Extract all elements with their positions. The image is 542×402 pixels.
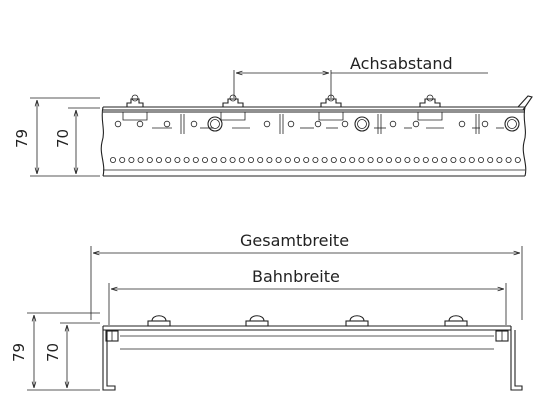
side-total-height-label: 79	[13, 129, 31, 148]
perforation-hole	[119, 156, 126, 163]
side-hole-row	[110, 156, 521, 163]
front-inner-height-label: 70	[44, 343, 62, 362]
perforation-hole	[496, 156, 503, 163]
perforation-hole	[247, 156, 254, 163]
perforation-hole	[321, 156, 328, 163]
perforation-hole	[220, 156, 227, 163]
perforation-hole	[238, 156, 245, 163]
front-roller	[345, 315, 369, 327]
perforation-hole	[431, 156, 438, 163]
perforation-hole	[110, 156, 117, 163]
perforation-hole	[137, 156, 144, 163]
perforation-hole	[358, 156, 365, 163]
front-total-height-label: 79	[10, 343, 28, 362]
perforation-hole	[468, 156, 475, 163]
mounting-hole	[114, 120, 122, 128]
side-roller	[126, 94, 144, 107]
perforation-hole	[413, 156, 420, 163]
side-height-dimensions: 79 70	[13, 97, 100, 177]
axle-nut	[504, 116, 520, 132]
axle-nut-inner	[357, 119, 367, 129]
side-roller	[419, 94, 441, 107]
roller-bracket	[220, 112, 246, 121]
perforation-hole	[450, 156, 457, 163]
perforation-hole	[514, 156, 521, 163]
mounting-hole	[136, 120, 144, 128]
perforation-hole	[229, 156, 236, 163]
perforation-hole	[312, 156, 319, 163]
perforation-hole	[505, 156, 512, 163]
side-inner-height-label: 70	[54, 129, 72, 148]
mounting-hole	[389, 120, 397, 128]
side-rollers	[126, 94, 441, 107]
perforation-hole	[128, 156, 135, 163]
front-height-dimensions: 79 70	[10, 312, 100, 391]
front-frame	[102, 325, 523, 391]
front-roller	[147, 315, 171, 327]
mounting-hole	[287, 120, 295, 128]
side-roller	[320, 94, 342, 107]
mounting-hole	[412, 120, 420, 128]
perforation-hole	[211, 156, 218, 163]
track-width-dimension: Bahnbreite	[108, 267, 507, 325]
perforation-hole	[349, 156, 356, 163]
perforation-hole	[477, 156, 484, 163]
roller-bracket	[122, 112, 148, 121]
mounting-hole	[190, 120, 198, 128]
front-rollers	[147, 315, 468, 327]
perforation-hole	[395, 156, 402, 163]
axle-nut-inner	[507, 119, 517, 129]
front-view: Gesamtbreite Bahnbreite 79 70	[10, 231, 523, 391]
perforation-hole	[422, 156, 429, 163]
axle-nut-inner	[210, 119, 220, 129]
axle-spacing-dimension: Achsabstand	[233, 54, 488, 98]
roller-bracket	[318, 112, 344, 121]
total-width-label: Gesamtbreite	[240, 231, 349, 250]
perforation-hole	[404, 156, 411, 163]
axle-spacing-label: Achsabstand	[350, 54, 453, 73]
perforation-hole	[487, 156, 494, 163]
perforation-hole	[266, 156, 273, 163]
perforation-hole	[257, 156, 264, 163]
perforation-hole	[367, 156, 374, 163]
side-upper-features	[114, 112, 520, 134]
mounting-hole	[458, 120, 466, 128]
side-roller	[222, 94, 244, 107]
perforation-hole	[183, 156, 190, 163]
mounting-hole	[341, 120, 349, 128]
perforation-hole	[201, 156, 208, 163]
mounting-hole	[163, 120, 171, 128]
axle-nut	[207, 116, 223, 132]
perforation-hole	[459, 156, 466, 163]
perforation-hole	[174, 156, 181, 163]
perforation-hole	[192, 156, 199, 163]
perforation-hole	[339, 156, 346, 163]
axle-nut	[354, 116, 370, 132]
front-roller	[444, 315, 468, 327]
perforation-hole	[376, 156, 383, 163]
roller-bracket	[417, 112, 443, 121]
mounting-hole	[481, 120, 489, 128]
perforation-hole	[275, 156, 282, 163]
perforation-hole	[303, 156, 310, 163]
front-roller	[245, 315, 269, 327]
perforation-hole	[146, 156, 153, 163]
perforation-hole	[155, 156, 162, 163]
mounting-hole	[314, 120, 322, 128]
perforation-hole	[330, 156, 337, 163]
side-view: Achsabstand 79 70	[13, 54, 533, 177]
track-width-label: Bahnbreite	[252, 267, 340, 286]
mounting-hole	[263, 120, 271, 128]
perforation-hole	[385, 156, 392, 163]
perforation-hole	[293, 156, 300, 163]
total-width-dimension: Gesamtbreite	[90, 231, 523, 320]
side-rail-body	[100, 95, 533, 177]
perforation-hole	[284, 156, 291, 163]
perforation-hole	[441, 156, 448, 163]
perforation-hole	[165, 156, 172, 163]
